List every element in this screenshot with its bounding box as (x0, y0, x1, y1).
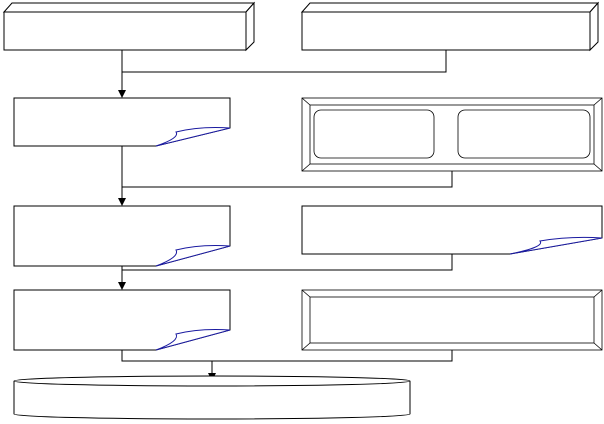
connector-top-right (122, 50, 447, 73)
document-4 (13, 289, 231, 351)
connector-bevel1 (122, 171, 453, 188)
inner-rounded-box-right (457, 109, 591, 159)
bottom-drum (13, 375, 411, 420)
top-left-box (2, 1, 256, 52)
arrowhead-to-document-4 (118, 282, 126, 290)
bevel-panel-2 (301, 289, 603, 351)
document-2 (13, 205, 231, 267)
arrowhead-to-document-2 (118, 198, 126, 206)
bevel-panel-1 (301, 97, 603, 172)
connector-doc4 (121, 350, 453, 362)
connector-doc3 (122, 254, 453, 271)
inner-rounded-box-left (313, 109, 435, 159)
top-right-box (300, 1, 600, 52)
document-1 (13, 97, 231, 147)
document-3 (301, 205, 603, 255)
arrowhead-to-document-1 (118, 90, 126, 98)
